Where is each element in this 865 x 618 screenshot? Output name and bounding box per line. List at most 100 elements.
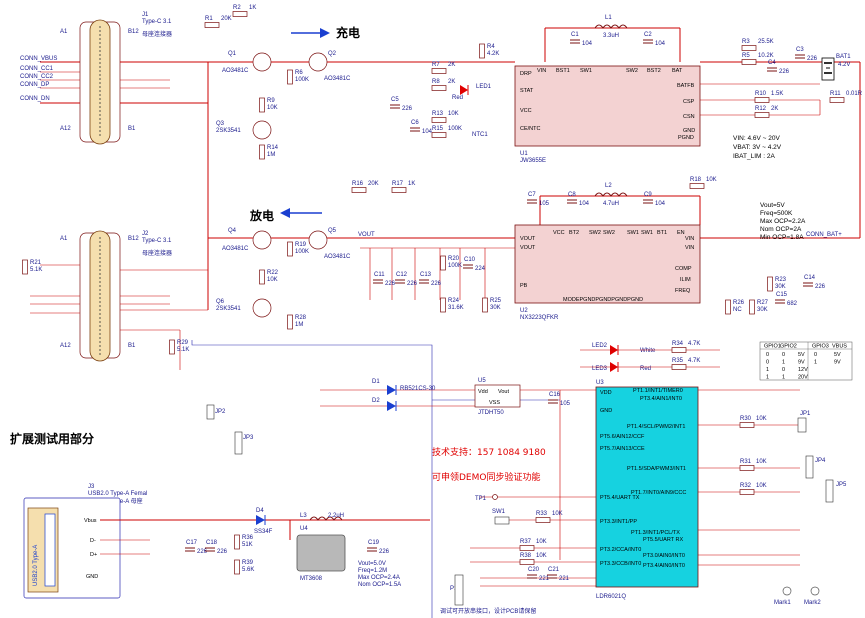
capacitor-value: 226 — [779, 69, 790, 75]
resistor-ref: R36 — [242, 535, 254, 541]
u3-pin-gnd: GND — [600, 408, 612, 414]
tp1-test-point — [492, 494, 498, 500]
u3-pin-ain1: PT3.4/AIN1/INT0 — [640, 396, 682, 402]
spec2-line-1: Vout=5V — [760, 202, 785, 209]
spec2-line-4: Nom OCP=2A — [760, 226, 802, 233]
l2-value: 4.7uH — [603, 201, 619, 207]
resistor-value: 10K — [267, 277, 278, 283]
ic-u2: VOUT VOUT PB VCC BT2 SW2 SW2 SW1 SW1 BT1… — [514, 224, 701, 321]
q4-ref: Q4 — [228, 228, 237, 234]
resistor-value: NC — [733, 307, 742, 313]
j2-name: Type-C 3.1 — [142, 238, 172, 244]
spec3-line-1: Vout=5.0V — [358, 561, 386, 567]
capacitor-value: 226 — [379, 549, 390, 555]
gpio-table-cell: 0 — [766, 352, 769, 358]
u1-pin-batfb: BATFB — [677, 83, 695, 89]
capacitors: C1104C2104C3226C4226C5226C6104C7105C8104… — [185, 32, 826, 582]
resistor-value: 1K — [249, 5, 256, 11]
resistor-ref: R10 — [755, 91, 767, 97]
gpio-table-cell: 0 — [814, 352, 817, 358]
mark1-label: Mark1 — [774, 600, 791, 606]
resistor-ref: R30 — [740, 416, 752, 422]
l2-ref: L2 — [605, 183, 612, 189]
led3-color: Red — [640, 366, 651, 372]
resistor-value: 30K — [757, 307, 768, 313]
j2-pin-a1: A1 — [60, 236, 68, 242]
u2-part: NX3223QFKR — [520, 315, 559, 321]
j1-pin-a1: A1 — [60, 29, 68, 35]
capacitor-ref: C11 — [374, 272, 385, 278]
j1-pin-b12: B12 — [128, 29, 139, 35]
gpio-table-cell: 0 — [782, 367, 785, 373]
u2-pin-ilim: ILIM — [680, 277, 691, 283]
capacitor-value: 226 — [807, 56, 818, 62]
u2-pin-vcc: VCC — [553, 230, 565, 236]
resistor-value: 51K — [242, 542, 253, 548]
ic-u5: Vdd Vout VSS U5 JTDHT50 — [474, 378, 521, 416]
gpio-table-cell: 1 — [766, 375, 769, 381]
u1-ref: U1 — [520, 151, 528, 157]
resistor-ref: R17 — [392, 181, 404, 187]
net-dp: CONN_DP — [20, 82, 49, 88]
j3-pin-vbus: Vbus — [84, 518, 97, 524]
resistor-value: 10K — [756, 459, 767, 465]
u1-pin-vcc: VCC — [520, 108, 532, 114]
resistor-value: 10K — [267, 105, 278, 111]
inductor-l2 — [594, 192, 628, 197]
gpio-table-header: VBUS — [832, 344, 847, 350]
gpio-table-cell: 5V — [834, 352, 841, 358]
j3-pin-dm: D- — [90, 538, 96, 544]
usb-c-connector-j2: A1 B12 A12 B1 J2 Type-C 3.1 母座连接器 — [60, 230, 172, 362]
resistor-value: 100K — [448, 263, 462, 269]
marks: Mark1 Mark2 — [774, 586, 821, 606]
inductor-l3 — [309, 516, 343, 521]
gpio-table-cell: 1 — [782, 360, 785, 366]
spec3-line-3: Max OCP=2.4A — [358, 575, 400, 581]
u1-pin-bat: BAT — [672, 68, 683, 74]
ext-test-label: 扩展测试用部分 — [10, 431, 94, 446]
u5-pin-vdd: Vdd — [478, 389, 488, 395]
l1-value: 3.3uH — [603, 33, 619, 39]
jp5-ref: JP5 — [836, 482, 847, 488]
discharge-label: 放电 — [249, 208, 274, 223]
resistor-value: 31.6K — [448, 305, 464, 311]
net-dn: CONN_DN — [20, 96, 50, 102]
u2-pin-vin-1: VIN — [685, 236, 694, 242]
u2-pin-bt2: BT2 — [569, 230, 579, 236]
jp1-ref: JP1 — [800, 411, 811, 417]
resistor-value: 30K — [775, 284, 786, 290]
j2-pin-b1: B1 — [128, 343, 136, 349]
resistor-value: 2K — [771, 106, 778, 112]
capacitor-value: 226 — [197, 549, 208, 555]
net-bat: CONN_BAT+ — [806, 232, 842, 238]
u1-pin-bst1: BST1 — [556, 68, 570, 74]
mosfet-q3: Q3 2SK3541 — [216, 120, 272, 140]
capacitor-value: 226 — [217, 549, 228, 555]
resistor-ref: R11 — [830, 91, 841, 97]
resistor-ref: R4 — [487, 44, 495, 50]
capacitor-ref: C2 — [644, 32, 652, 38]
capacitor-ref: C8 — [568, 192, 576, 198]
capacitor-value: 104 — [655, 41, 666, 47]
u1-pin-pgnd: PGND — [678, 135, 694, 141]
resistor-ref: R22 — [267, 270, 279, 276]
mosfet-q4: Q4 AO3481C — [222, 228, 272, 252]
capacitor-value: 105 — [539, 201, 550, 207]
u1-pin-drp: DRP — [520, 71, 532, 77]
u4-part: MT3608 — [300, 576, 323, 582]
u2-pin-pb: PB — [520, 283, 528, 289]
resistor-ref: R6 — [295, 70, 303, 76]
